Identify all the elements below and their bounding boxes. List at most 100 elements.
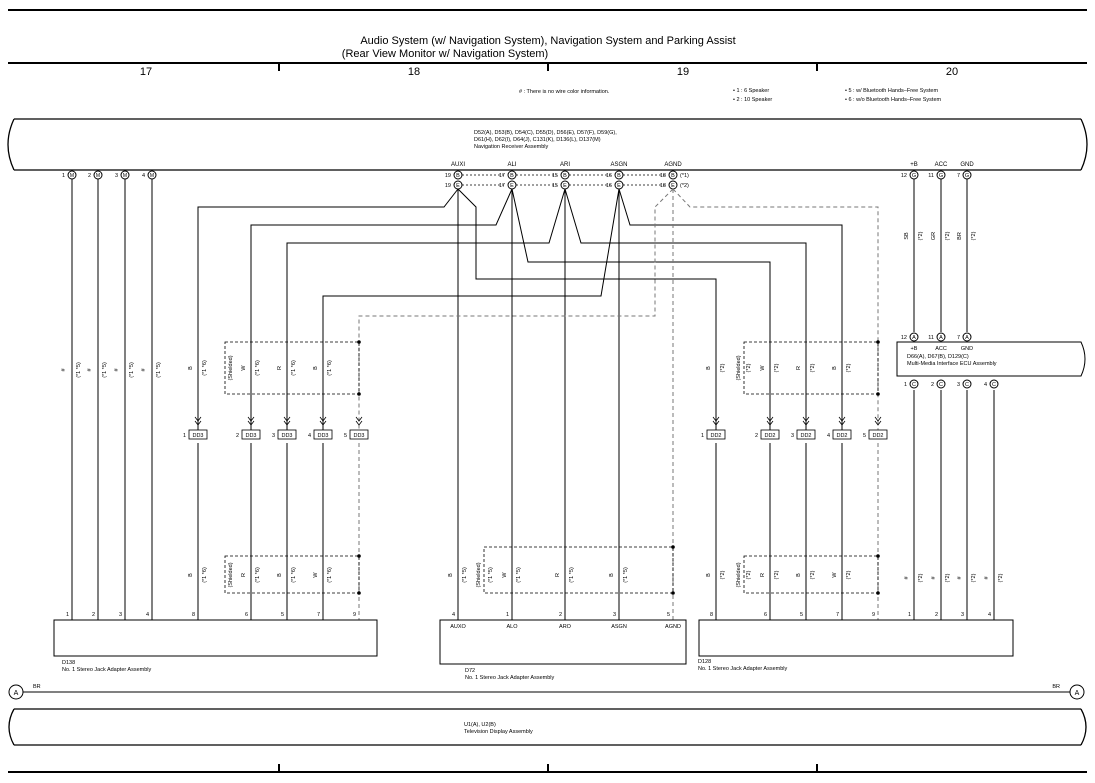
wire-labels-lower-d72: B (*1 *5) (Shielded) (*1 *5) W (*1 *5) R… [448,562,629,587]
svg-text:8: 8 [710,612,713,618]
svg-text:7: 7 [836,612,839,618]
svg-text:(Shielded): (Shielded) [228,562,234,587]
svg-text:C: C [992,382,996,388]
svg-text:#: # [904,576,910,580]
svg-text:A: A [14,690,19,697]
svg-text:B: B [313,366,319,370]
svg-text:4: 4 [988,612,991,618]
svg-text:(*2): (*2) [680,183,689,189]
svg-text:DD2: DD2 [800,433,811,439]
svg-text:DD2: DD2 [764,433,775,439]
svg-text:BR: BR [1052,684,1060,690]
svg-text:(*2): (*2) [846,570,852,579]
svg-text:1: 1 [701,433,704,439]
note-10-speaker: • 2 : 10 Speaker [733,97,772,103]
svg-text:+B: +B [911,346,918,352]
svg-text:B: B [671,173,675,179]
note-6-speaker: • 1 : 6 Speaker [733,88,769,94]
svg-text:BR: BR [33,684,41,690]
svg-text:5: 5 [667,612,670,618]
svg-text:A: A [939,335,943,341]
wire-labels-power: SB (*2) GR (*2) BR (*2) [904,231,977,240]
svg-text:5: 5 [863,433,866,439]
svg-text:3: 3 [613,612,616,618]
mmi-ecu-assembly: 12 A 11 A 7 A +B ACC GND D66(A), D67(B),… [896,332,1086,389]
svg-text:2: 2 [559,612,562,618]
svg-text:(*1 *6): (*1 *6) [202,567,208,583]
svg-text:7: 7 [957,335,960,341]
svg-text:DD3: DD3 [353,433,364,439]
d72-name: No. 1 Stereo Jack Adapter Assembly [465,675,555,681]
svg-text:2: 2 [92,612,95,618]
wire-labels-upper-d128: B (*2) (Shielded) (*2) W (*2) R (*2) B (… [706,355,852,380]
svg-text:1: 1 [506,612,509,618]
svg-text:A: A [1075,690,1080,697]
svg-text:19: 19 [445,173,451,179]
junction-dd3: DD3 1 DD3 2 DD3 3 DD3 4 DD3 5 [183,416,369,440]
svg-text:(*1 *5): (*1 *5) [623,567,629,583]
svg-text:DD2: DD2 [836,433,847,439]
svg-text:ACC: ACC [935,346,947,352]
svg-text:4: 4 [308,433,311,439]
svg-text:(*1): (*1) [680,173,689,179]
svg-text:5: 5 [344,433,347,439]
svg-text:#: # [141,368,147,372]
svg-text:15: 15 [552,183,558,189]
pin-label-acc: ACC [935,162,948,168]
nav-receiver-name: Navigation Receiver Assembly [474,144,549,150]
svg-text:DD2: DD2 [710,433,721,439]
svg-text:4: 4 [827,433,830,439]
svg-text:11: 11 [928,335,934,341]
nav-receiver-codes: D61(H), D62(I), D64(J), C131(K), D136(L)… [474,137,601,143]
svg-text:DD3: DD3 [281,433,292,439]
svg-text:DD2: DD2 [872,433,883,439]
svg-text:ALO: ALO [506,624,518,630]
svg-text:1: 1 [908,612,911,618]
svg-text:(*1 *6): (*1 *6) [291,360,297,376]
svg-text:G: G [912,173,916,179]
svg-text:(Shielded): (Shielded) [228,355,234,380]
svg-text:E: E [510,183,514,189]
svg-text:M: M [150,173,154,179]
shield-dots [357,340,880,595]
svg-text:#: # [114,368,120,372]
junction-dd2: DD2 1 DD2 2 DD2 3 DD2 4 DD2 5 [701,416,888,440]
svg-text:(*1 *5): (*1 *5) [462,567,468,583]
svg-text:AGND: AGND [665,624,681,630]
pin-label-ali: ALI [507,162,516,168]
svg-text:2: 2 [236,433,239,439]
svg-text:B: B [188,573,194,577]
wire-labels-upper-left: # (*1 *5) # (*1 *5) # (*1 *5) # (*1 *5) [61,362,162,378]
tv-codes: U1(A), U2(B) [464,722,496,728]
svg-text:R: R [796,366,802,370]
svg-text:(*2): (*2) [998,573,1004,582]
column-number: 18 [408,66,420,78]
svg-text:3: 3 [115,173,118,179]
svg-text:12: 12 [901,335,907,341]
svg-text:B: B [706,366,712,370]
svg-text:ASGN: ASGN [611,624,627,630]
svg-text:E: E [617,183,621,189]
pin-label-asgn: ASGN [610,162,627,168]
svg-text:R: R [555,573,561,577]
nav-receiver-codes: D52(A), D53(B), D54(C), D55(D), D56(E), … [474,130,617,136]
svg-text:16: 16 [606,173,612,179]
svg-text:(*1 *5): (*1 *5) [129,362,135,378]
pin-label-ari: ARI [560,162,570,168]
diagram-title: Audio System (w/ Navigation System), Nav… [360,35,735,47]
d72-stereo-jack-adapter: 4 1 2 3 5 AUXO ALO ARO ASGN AGND D72 No.… [439,612,687,681]
shield-boxes [224,341,879,594]
svg-text:(*2): (*2) [746,363,752,372]
nav-pin-auxi: 19 B 19 E [445,170,463,190]
svg-text:E: E [456,183,460,189]
d138-stereo-jack-adapter: 1 2 3 4 8 6 5 7 9 D138 No. 1 Stereo Jack… [53,612,378,673]
svg-text:SB: SB [904,232,910,240]
svg-text:(*1 *6): (*1 *6) [327,360,333,376]
nav-pin-g11: 11 G [928,170,946,180]
svg-text:GR: GR [931,232,937,240]
svg-text:AUXO: AUXO [450,624,466,630]
svg-text:(*1 *6): (*1 *6) [291,567,297,583]
svg-text:M: M [70,173,74,179]
svg-text:(Shielded): (Shielded) [736,355,742,380]
nav-pin-m4: 4 M [142,170,157,180]
